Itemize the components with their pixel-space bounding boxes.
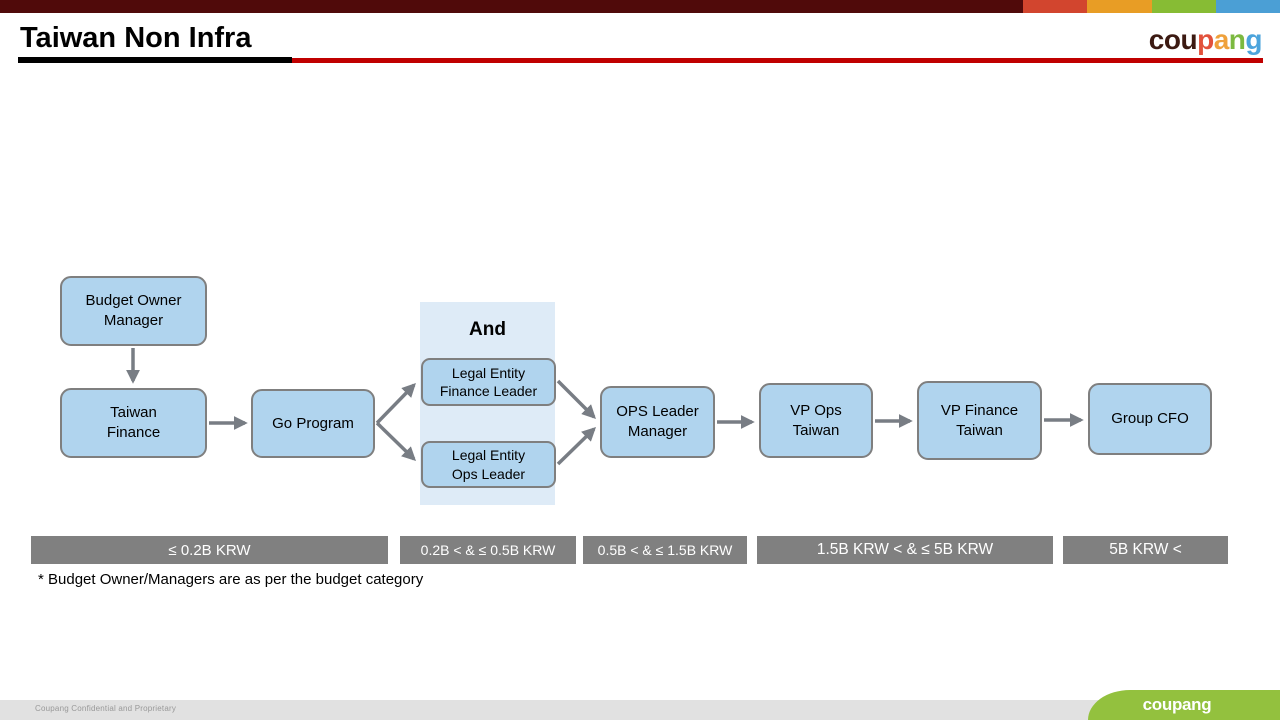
title-underline-red bbox=[292, 58, 1263, 63]
logo-letter: p bbox=[1197, 24, 1214, 55]
logo-letter: g bbox=[1245, 24, 1262, 55]
budget-range-bar-5: 5B KRW < bbox=[1063, 536, 1228, 564]
footer-coupang-tab: coupang bbox=[1088, 690, 1280, 720]
top-bar-maroon-segment bbox=[0, 0, 1023, 13]
node-legal-entity-ops-leader: Legal Entity Ops Leader bbox=[421, 441, 556, 488]
footer-coupang-logo: coupang bbox=[1142, 695, 1212, 714]
confidential-text: Coupang Confidential and Proprietary bbox=[35, 704, 177, 713]
coupang-logo: coupang bbox=[1148, 24, 1263, 56]
logo-letter: u bbox=[1180, 24, 1198, 55]
budget-range-bar-1: ≤ 0.2B KRW bbox=[31, 536, 388, 564]
budget-range-bar-2: 0.2B < & ≤ 0.5B KRW bbox=[400, 536, 576, 564]
logo-letter: a bbox=[1213, 24, 1230, 55]
logo-letter: o bbox=[1163, 24, 1181, 55]
node-taiwan-finance: Taiwan Finance bbox=[60, 388, 207, 458]
top-bar-red-segment bbox=[1023, 0, 1087, 13]
title-underline-black bbox=[18, 57, 292, 63]
node-legal-entity-finance-leader: Legal Entity Finance Leader bbox=[421, 358, 556, 406]
and-label: And bbox=[469, 319, 506, 340]
budget-footnote: * Budget Owner/Managers are as per the b… bbox=[38, 571, 424, 588]
node-ops-leader-manager: OPS Leader Manager bbox=[600, 386, 715, 458]
logo-letter: c bbox=[1148, 24, 1165, 55]
top-bar-green-segment bbox=[1152, 0, 1216, 13]
logo-letter: n bbox=[1228, 24, 1246, 55]
top-accent-bar bbox=[0, 0, 1280, 13]
page-title: Taiwan Non Infra bbox=[20, 22, 252, 54]
top-bar-orange-segment bbox=[1087, 0, 1152, 13]
budget-range-bar-3: 0.5B < & ≤ 1.5B KRW bbox=[583, 536, 747, 564]
node-vp-finance-taiwan: VP Finance Taiwan bbox=[917, 381, 1042, 460]
top-bar-blue-segment bbox=[1216, 0, 1280, 13]
node-budget-owner-manager: Budget Owner Manager bbox=[60, 276, 207, 346]
budget-range-bar-4: 1.5B KRW < & ≤ 5B KRW bbox=[757, 536, 1053, 564]
node-group-cfo: Group CFO bbox=[1088, 383, 1212, 455]
node-vp-ops-taiwan: VP Ops Taiwan bbox=[759, 383, 873, 458]
footer-bar bbox=[0, 700, 1280, 720]
node-go-program: Go Program bbox=[251, 389, 375, 458]
